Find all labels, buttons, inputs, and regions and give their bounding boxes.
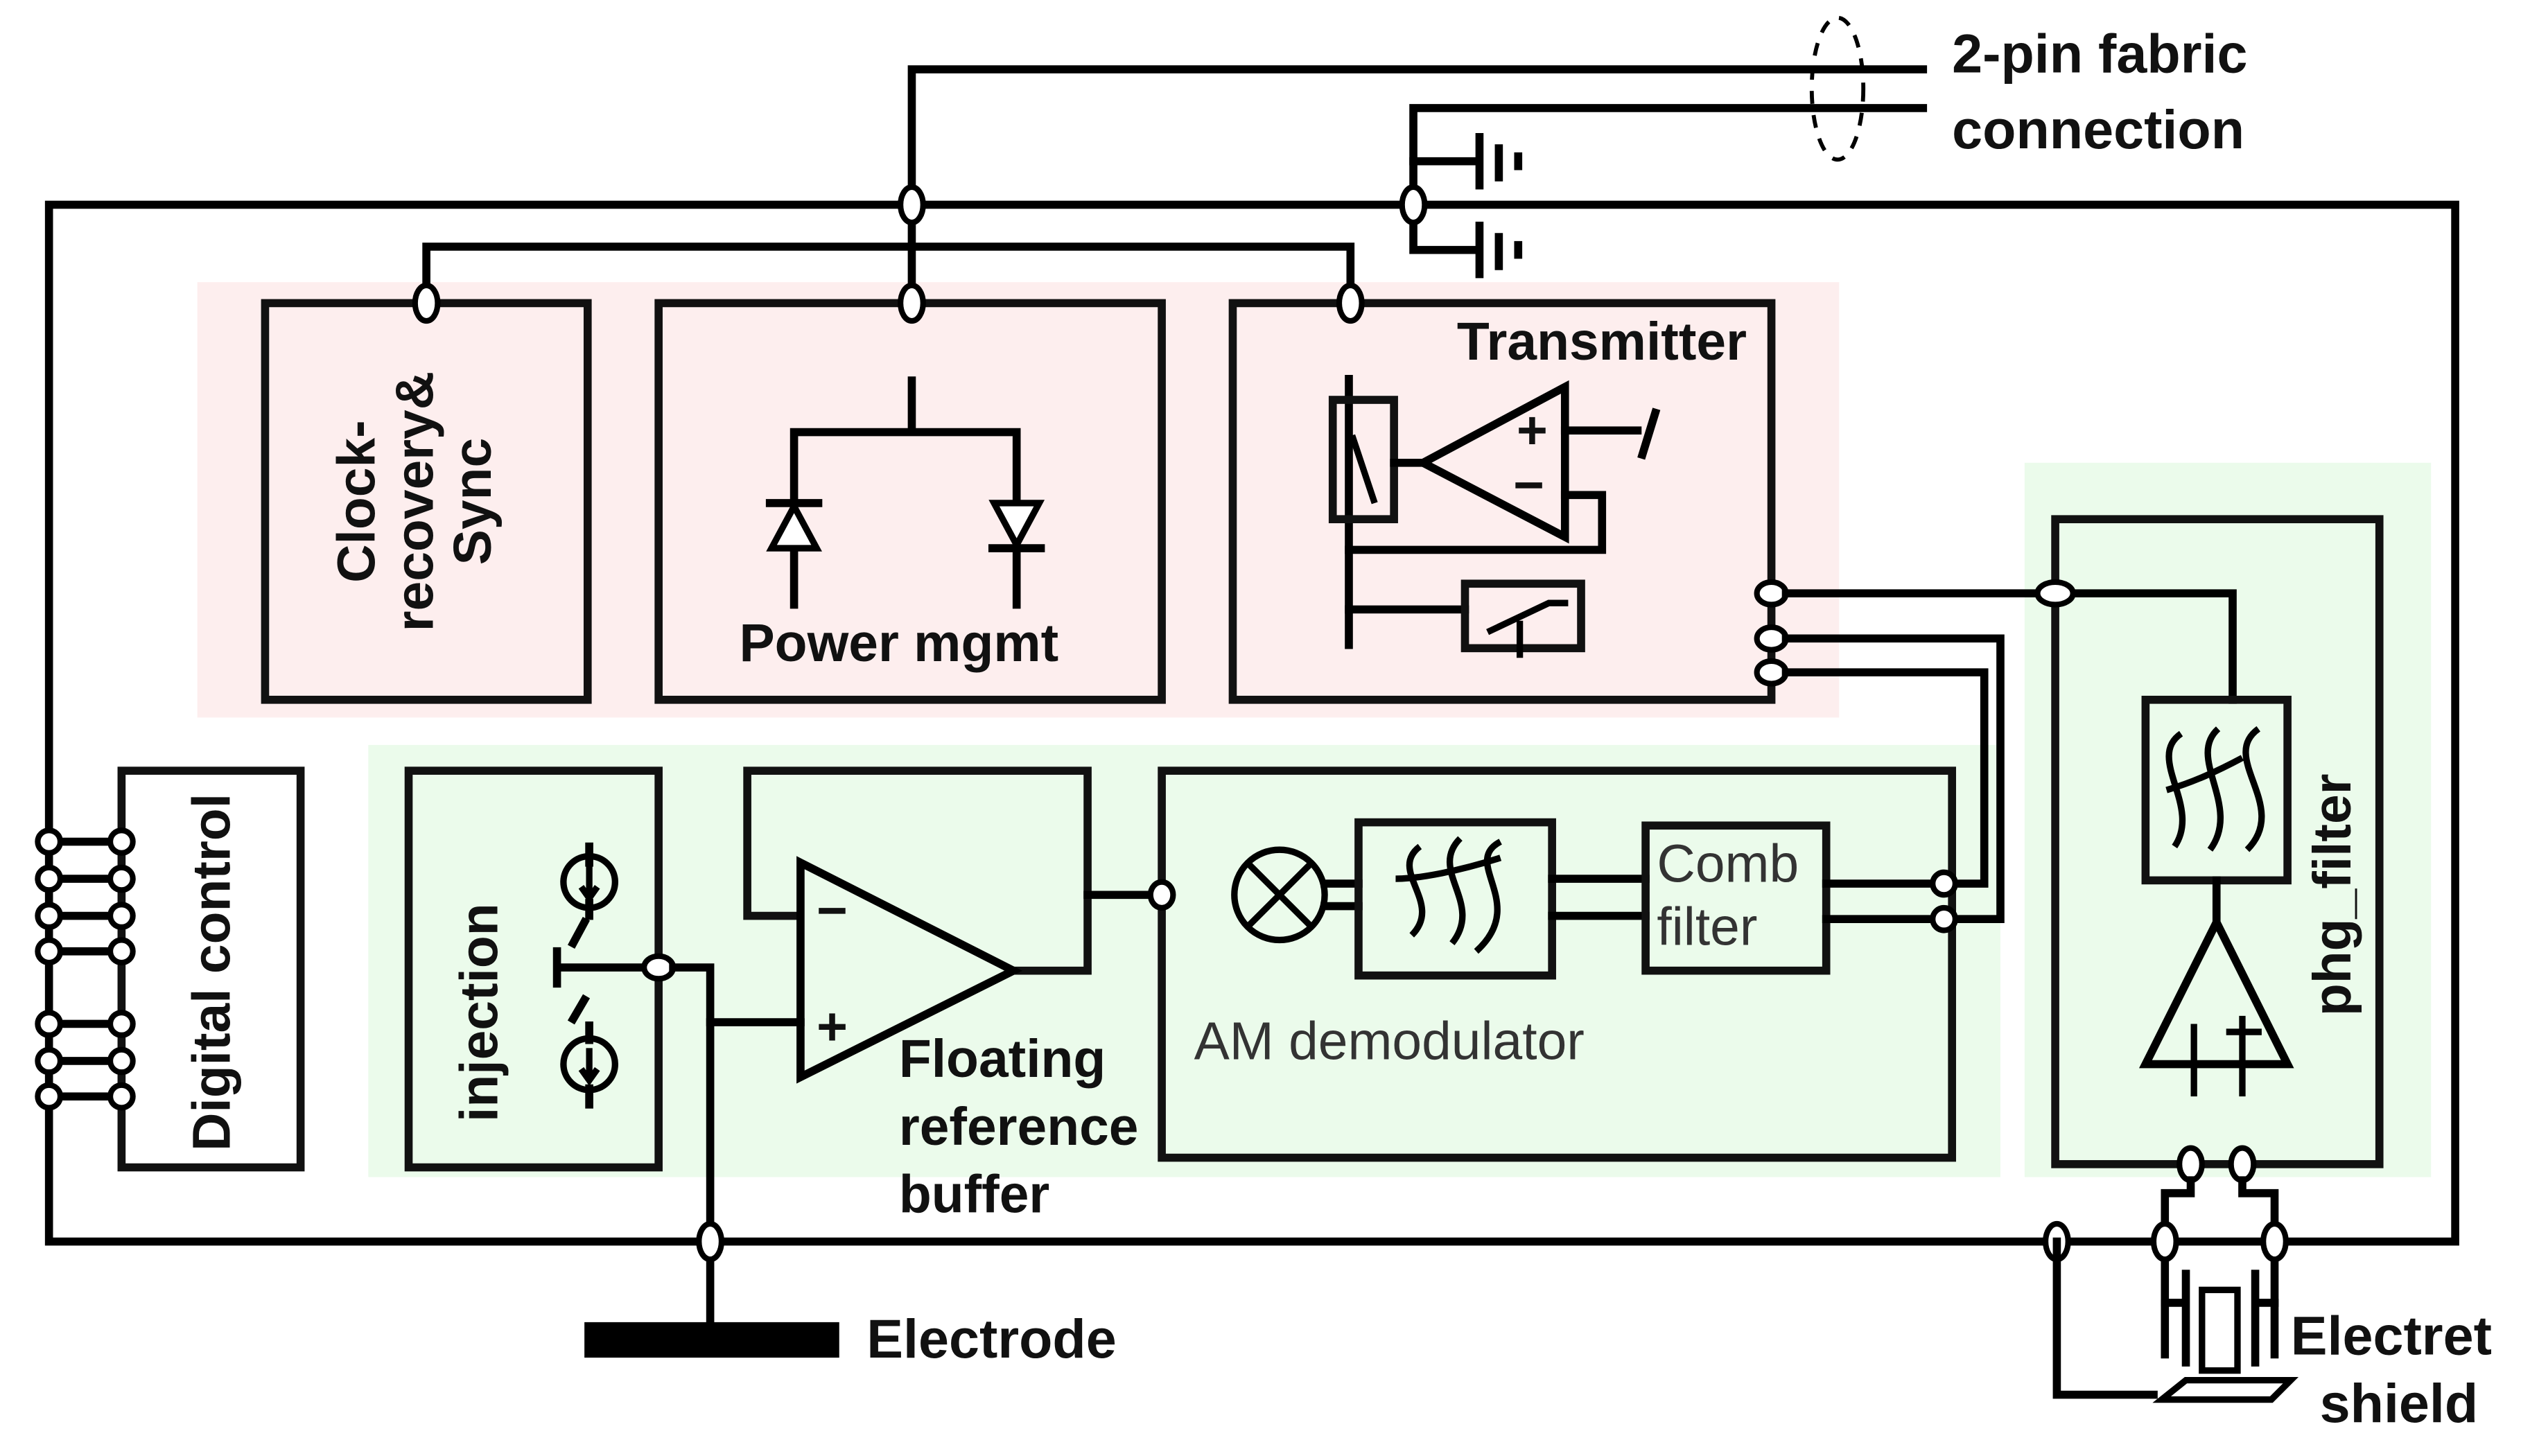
buffer-plus: + — [817, 997, 848, 1057]
node-electrode — [696, 1220, 724, 1263]
clock-label-1: Clock- — [327, 420, 387, 583]
capacitor-top — [1409, 132, 1523, 190]
node-fabric-2 — [1399, 184, 1428, 226]
node-tx-out-3 — [1754, 658, 1789, 687]
fabric-wire-1 — [907, 65, 1928, 209]
tx-wire-3 — [1781, 668, 1989, 888]
shield-plate-icon — [2152, 1376, 2299, 1403]
phg-bandpass-icon — [2165, 726, 2265, 852]
electrode-plate-icon — [584, 1322, 839, 1358]
am-demodulator-block — [1158, 766, 1956, 1162]
clock-label-3: Sync — [443, 438, 503, 565]
phg-filter-label: phg_filter — [2303, 773, 2362, 1016]
node-phg-out-2 — [2228, 1145, 2257, 1184]
mixer-icon — [1231, 846, 1363, 944]
shield-label: shield — [2320, 1372, 2479, 1434]
injection-label: injection — [449, 903, 509, 1122]
digital-control-bus — [35, 827, 136, 1111]
transmitter-label: Transmitter — [1457, 312, 1747, 371]
bandpass-filter-block — [1354, 818, 1556, 980]
fabric-connection-label: 2-pin fabric — [1952, 23, 2247, 85]
node-tx-out-1 — [1754, 579, 1789, 608]
node-tx-out-2 — [1754, 624, 1789, 653]
buffer-minus: − — [817, 881, 848, 940]
node-fabric-1 — [898, 184, 926, 226]
node-phg-in — [2034, 579, 2076, 608]
electret-label: Electret — [2291, 1304, 2492, 1366]
transmitter-block — [1228, 299, 1776, 704]
transmitter-amp-icon: + − — [1328, 374, 1661, 658]
node-clock — [412, 282, 441, 324]
phg-amp-pins — [2190, 1015, 2262, 1097]
green-region-phg — [2024, 462, 2432, 1177]
clock-label-group: Clock- recovery& Sync — [327, 371, 503, 632]
green-region-main — [368, 744, 2000, 1177]
node-transmitter — [1336, 282, 1365, 324]
amp-plus: + — [1517, 401, 1548, 460]
electret-icon — [2161, 1270, 2279, 1374]
tx-wire-1 — [1781, 589, 2237, 704]
node-electret-2 — [2260, 1220, 2289, 1263]
power-mgmt-label: Power mgmt — [739, 613, 1058, 673]
electrode-feed — [669, 963, 715, 1326]
comb-filter-label-1: Comb — [1657, 834, 1799, 894]
shield-wire — [2052, 1237, 2158, 1399]
top-bus — [422, 243, 1355, 308]
fabric-wire-2 — [1409, 104, 1928, 209]
comb-filter-label-2: filter — [1657, 897, 1757, 956]
comb-filter-block — [1641, 821, 1831, 975]
clock-label-2: recovery& — [385, 371, 444, 632]
diode-pair-icon — [765, 376, 1045, 609]
amp-minus: − — [1513, 455, 1544, 515]
digital-control-label: Digital control — [182, 793, 241, 1151]
am-internal-wires — [1548, 875, 1650, 920]
capacitor-bottom — [1409, 200, 1523, 279]
floating-buffer-label-3: buffer — [899, 1165, 1049, 1225]
node-am-out-2 — [1930, 904, 1958, 933]
floating-buffer-label-2: reference — [899, 1097, 1139, 1157]
phg-amp-icon — [2138, 913, 2294, 1069]
bandpass-filter-icon — [1395, 836, 1503, 954]
node-injection — [641, 953, 677, 982]
comb-out-wires — [1822, 879, 1948, 924]
node-am-in — [1147, 879, 1176, 911]
chip-boundary — [44, 200, 2459, 1246]
am-demodulator-label: AM demodulator — [1194, 1012, 1585, 1071]
buffer-feedback — [743, 766, 1092, 975]
fabric-connection-label-2: connection — [1952, 98, 2244, 160]
digital-control-block — [117, 766, 305, 1172]
node-am-out-1 — [1930, 869, 1958, 898]
node-power — [898, 282, 926, 324]
floating-buffer-label-1: Floating — [899, 1029, 1106, 1089]
buffer-amp-icon — [796, 856, 1022, 1084]
node-electret-1 — [2150, 1220, 2179, 1263]
fabric-bundle-marker — [1809, 15, 1866, 162]
node-phg-out-1 — [2176, 1145, 2205, 1184]
electrode-label: Electrode — [866, 1308, 1116, 1369]
electret-wires — [2161, 1176, 2279, 1359]
phg-filter-block — [2051, 515, 2384, 1168]
tx-wire-2 — [1781, 634, 2005, 924]
